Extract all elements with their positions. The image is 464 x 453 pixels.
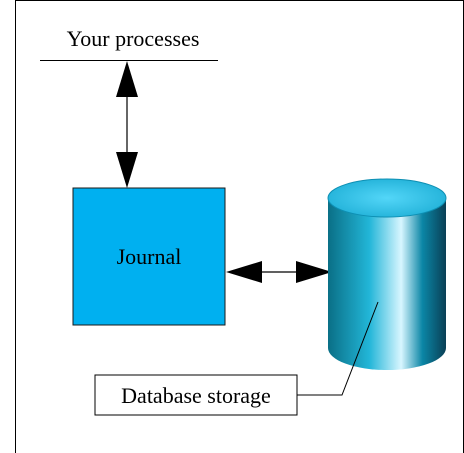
- callout-line: [297, 301, 379, 396]
- cylinder-top-rim: [327, 178, 447, 218]
- arrow-head-left: [226, 261, 262, 283]
- journal-node: Journal: [72, 187, 226, 326]
- journal-box: [72, 187, 226, 326]
- journal-database-arrow: [226, 261, 332, 283]
- arrow-head-down: [116, 152, 138, 188]
- database-label: Database storage: [121, 383, 271, 408]
- database-label-box: Database storage: [94, 374, 298, 416]
- cylinder-body: [328, 198, 446, 370]
- journal-label: Journal: [117, 244, 182, 269]
- cylinder-top: [328, 179, 446, 217]
- processes-label: Your processes: [67, 26, 200, 51]
- database-cylinder: [327, 178, 447, 370]
- processes-journal-arrow: [116, 61, 138, 188]
- arrow-head-right: [296, 261, 332, 283]
- arrow-head-up: [116, 61, 138, 97]
